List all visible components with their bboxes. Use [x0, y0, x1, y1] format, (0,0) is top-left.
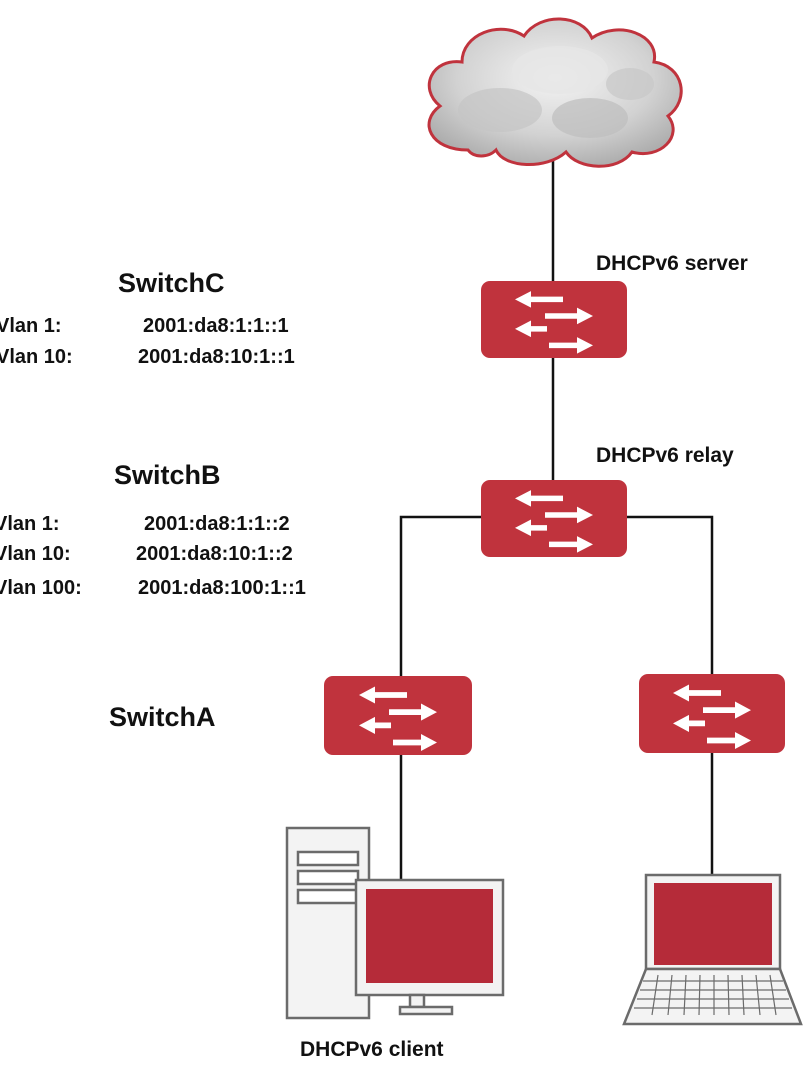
switch-c-icon: [481, 281, 627, 358]
dhcpv6-client-label: DHCPv6 client: [300, 1038, 444, 1061]
dhcpv6-server-label: DHCPv6 server: [596, 252, 748, 275]
internet-cloud-icon: [427, 17, 683, 168]
switch-b-vlan-addr: 2001:da8:1:1::2: [144, 513, 290, 535]
switch-c-vlan-addr: 2001:da8:1:1::1: [143, 315, 289, 337]
links: [399, 160, 714, 880]
switch-b-icon: [481, 480, 627, 557]
link-switchb-right-switch: [627, 515, 714, 676]
desktop-pc-icon: [285, 826, 505, 1020]
switch-b-vlan-label: Vlan 1:: [0, 513, 60, 535]
switch-a-name: SwitchA: [109, 702, 216, 732]
switch-c-vlan-label: Vlan 1:: [0, 315, 62, 337]
laptop-icon: [622, 873, 803, 1026]
switch-c-vlan-addr: 2001:da8:10:1::1: [138, 346, 295, 368]
switch-a-icon: [324, 676, 472, 755]
switch-b-name: SwitchB: [114, 460, 221, 490]
switch-b-vlan-label: Vlan 100:: [0, 577, 82, 599]
switch-right-icon: [639, 674, 785, 753]
dhcpv6-relay-label: DHCPv6 relay: [596, 444, 734, 467]
switch-c-vlan-label: Vlan 10:: [0, 346, 73, 368]
link-switchb-switcha: [399, 515, 484, 678]
switch-b-vlan-addr: 2001:da8:100:1::1: [138, 577, 306, 599]
switch-b-vlan-label: Vlan 10:: [0, 543, 71, 565]
switch-c-name: SwitchC: [118, 268, 225, 298]
switch-b-vlan-addr: 2001:da8:10:1::2: [136, 543, 293, 565]
